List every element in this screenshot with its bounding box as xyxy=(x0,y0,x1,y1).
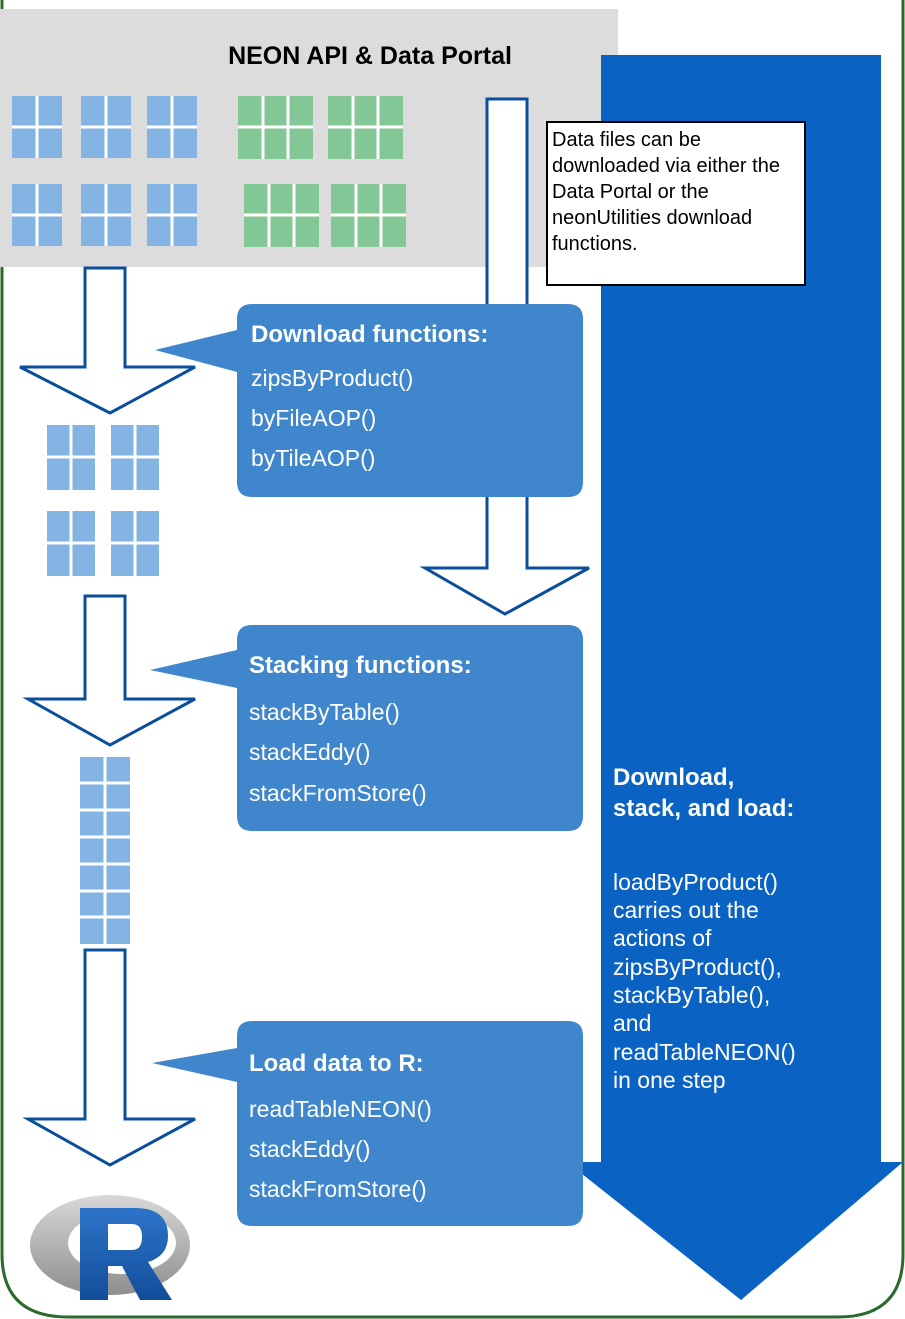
blue-tile xyxy=(47,425,95,490)
function-bytileaop: byTileAOP() xyxy=(251,445,376,471)
big-arrow-line: stackByTable(), xyxy=(613,982,771,1008)
download-arrow xyxy=(19,266,196,415)
function-stackeddy-load: stackEddy() xyxy=(249,1136,371,1162)
portal-title: NEON API & Data Portal xyxy=(228,42,512,70)
function-stackfromstore-load: stackFromStore() xyxy=(249,1176,427,1202)
big-arrow-line: actions of xyxy=(613,925,712,951)
big-arrow-heading-line1: Download, xyxy=(613,764,735,791)
stacked-table xyxy=(80,757,130,944)
load-arrow xyxy=(22,948,196,1167)
big-arrow-line: readTableNEON() xyxy=(613,1039,796,1065)
function-stackfromstore: stackFromStore() xyxy=(249,780,427,806)
blue-tile xyxy=(147,96,197,158)
function-byfileaop: byFileAOP() xyxy=(251,405,377,431)
function-stackbytable: stackByTable() xyxy=(249,699,400,725)
green-tile xyxy=(328,96,403,159)
big-arrow-line: loadByProduct() xyxy=(613,869,778,895)
stacking-functions-heading: Stacking functions: xyxy=(249,652,472,679)
function-zipsbyproduct: zipsByProduct() xyxy=(251,365,414,391)
load-callout xyxy=(152,1021,583,1226)
portal-tiles xyxy=(12,96,406,247)
blue-tile xyxy=(81,96,131,158)
load-by-product-arrow xyxy=(567,55,903,1300)
blue-tile xyxy=(147,184,197,246)
blue-tile xyxy=(12,184,62,246)
green-tile xyxy=(238,96,313,159)
download-callout xyxy=(155,304,583,497)
big-arrow-line: zipsByProduct(), xyxy=(613,954,782,980)
blue-tile xyxy=(47,511,95,576)
big-arrow-line: carries out the xyxy=(613,897,759,923)
r-logo xyxy=(30,1195,190,1300)
function-readtableneon: readTableNEON() xyxy=(249,1096,432,1122)
green-tile xyxy=(244,184,319,247)
blue-tile xyxy=(12,96,62,158)
blue-tile xyxy=(111,425,159,490)
downloaded-tiles xyxy=(47,425,159,576)
big-arrow-line: and xyxy=(613,1010,652,1036)
download-note: Data files can be downloaded via either … xyxy=(546,121,806,286)
blue-tile xyxy=(111,511,159,576)
stack-arrow xyxy=(22,594,196,747)
big-arrow-heading-line2: stack, and load: xyxy=(613,795,795,822)
load-data-heading: Load data to R: xyxy=(249,1050,424,1077)
green-tile xyxy=(331,184,406,247)
blue-tile xyxy=(81,184,131,246)
big-arrow-line: in one step xyxy=(613,1067,726,1093)
function-stackeddy: stackEddy() xyxy=(249,739,371,765)
download-functions-heading: Download functions: xyxy=(251,321,489,348)
stacking-callout xyxy=(150,625,583,831)
